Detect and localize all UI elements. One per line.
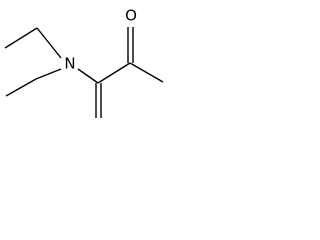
structure-diagram: N O — [0, 0, 180, 128]
molecule-svg: N O — [4, 7, 164, 118]
bond-ethyl2-ch2-n — [35, 68, 62, 80]
bond-ethyl1-ch2-n — [36, 27, 62, 59]
bond-c3-c2 — [97, 62, 131, 84]
bond-n-c3 — [77, 68, 99, 84]
atom-nitrogen-label: N — [64, 55, 75, 73]
bond-c2-ch3 — [129, 62, 164, 83]
bond-ethyl1-ch3-ch2 — [4, 27, 38, 49]
bond-ethyl2-ch3-ch2 — [5, 78, 37, 97]
atom-oxygen-label: O — [125, 7, 137, 25]
